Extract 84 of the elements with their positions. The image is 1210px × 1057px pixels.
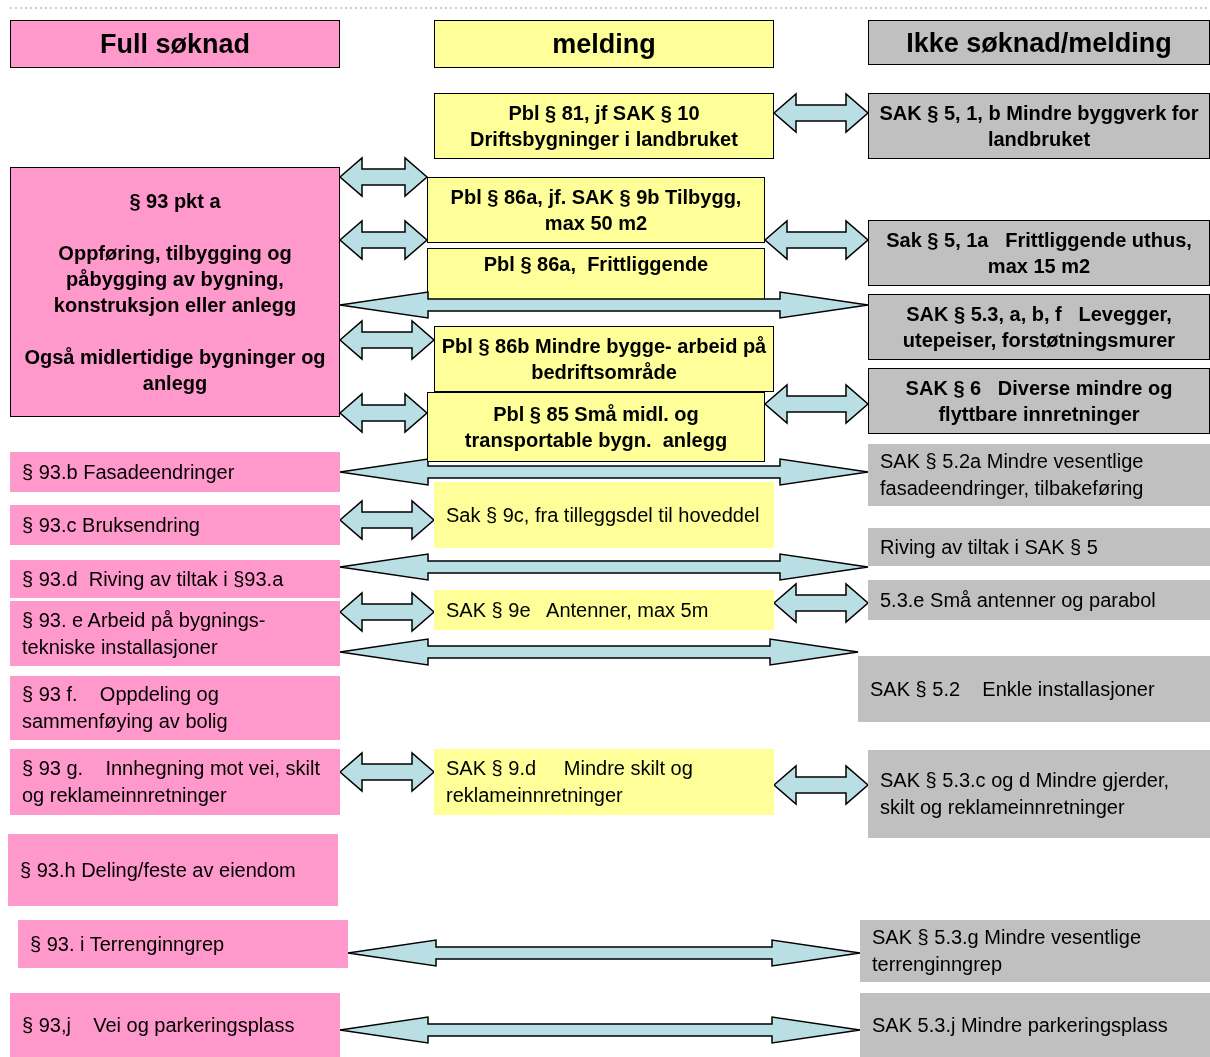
box-text: Oppføring, tilbygging og påbygging av bygning, konstruksjon eller anlegg — [52, 241, 298, 318]
box-text: SAK § 6 Diverse mindre og flyttbare innretninger — [904, 376, 1174, 427]
double-arrow — [338, 392, 429, 434]
box-text: Sak § 5, 1a Frittliggende uthus, max 15 m2 — [885, 228, 1193, 279]
exempt-box — [868, 368, 1210, 434]
double-arrow — [338, 499, 436, 541]
full-application-box — [10, 601, 340, 666]
exempt-box — [868, 580, 1210, 620]
notification-box — [427, 177, 765, 243]
box-text: SAK § 9e Antenner, max 5m — [446, 597, 710, 623]
box-text: Full søknad — [100, 29, 250, 59]
exempt-box — [868, 528, 1210, 566]
box-text: Riving av tiltak i SAK § 5 — [880, 534, 1099, 560]
exempt-box — [860, 993, 1210, 1057]
box-text: § 93.h Deling/feste av eiendom — [20, 857, 297, 883]
exempt-box — [858, 656, 1210, 722]
box-text: melding — [552, 29, 656, 59]
box-text: SAK § 5.3.c og d Mindre gjerder, skilt og reklameinnretninger — [880, 768, 1171, 820]
full-application-box — [8, 834, 338, 906]
full-application-box — [10, 452, 340, 492]
exempt-box — [868, 220, 1210, 286]
double-arrow — [339, 291, 869, 319]
double-arrow — [338, 319, 436, 361]
box-text: § 93. e Arbeid på bygnings- tekniske installasjoner — [22, 607, 267, 660]
box-text: Pbl § 86a, jf. SAK § 9b Tilbygg, max 50 m2 — [449, 185, 743, 236]
notification-box — [434, 482, 774, 548]
notification-box — [427, 248, 765, 300]
box-text: Pbl § 81, jf SAK § 10 Driftsbygninger i landbruket — [469, 101, 739, 152]
column-header — [434, 20, 774, 68]
double-arrow — [347, 939, 861, 967]
box-text: § 93 f. Oppdeling og sammenføying av bolig — [22, 682, 229, 734]
box-text: Også midlertidige bygninger og anlegg — [23, 345, 327, 396]
full-application-box — [10, 676, 340, 740]
exempt-box — [868, 93, 1210, 159]
exempt-box — [868, 294, 1210, 360]
double-arrow — [763, 219, 870, 261]
box-text: § 93 g. Innhegning mot vei, skilt og reklameinnretninger — [22, 756, 321, 808]
box-text: § 93.c Bruksendring — [22, 512, 201, 538]
exempt-box — [860, 920, 1210, 982]
box-text: Ikke søknad/melding — [906, 27, 1172, 58]
box-text: Pbl § 86b Mindre bygge- arbeid på bedriftsområde — [441, 334, 767, 385]
full-application-box — [10, 560, 340, 598]
notification-box — [427, 392, 765, 462]
double-arrow — [339, 638, 859, 666]
full-application-box — [10, 993, 340, 1057]
box-text: Sak § 9c, fra tilleggsdel til hoveddel — [446, 502, 761, 528]
box-text: SAK § 5, 1, b Mindre byggverk for landbruket — [878, 101, 1200, 152]
double-arrow — [338, 591, 436, 633]
box-text: SAK 5.3.j Mindre parkeringsplass — [872, 1012, 1169, 1038]
full-application-box — [10, 749, 340, 815]
box-text: SAK § 5.3, a, b, f Levegger, utepeiser, forstøtningsmurer — [901, 302, 1177, 353]
column-header — [10, 20, 340, 68]
full-application-box — [18, 920, 348, 968]
box-text: § 93. i Terrenginngrep — [30, 931, 226, 957]
box-text: 5.3.e Små antenner og parabol — [880, 587, 1157, 613]
box-text: SAK § 5.2a Mindre vesentlige fasadeendringer, tilbakeføring — [880, 449, 1145, 501]
double-arrow — [772, 92, 870, 134]
full-application-box — [10, 505, 340, 545]
notification-box — [434, 326, 774, 392]
double-arrow — [772, 582, 870, 624]
box-text: § 93.b Fasadeendringer — [22, 459, 236, 485]
column-header — [868, 20, 1210, 65]
double-arrow — [772, 764, 870, 806]
double-arrow — [339, 1016, 861, 1044]
double-arrow — [763, 383, 870, 425]
box-text: § 93 pkt a — [129, 189, 221, 214]
box-text: SAK § 9.d Mindre skilt og reklameinnretninger — [446, 756, 694, 808]
box-text: § 93.d Riving av tiltak i §93.a — [22, 566, 285, 592]
double-arrow — [338, 156, 429, 198]
double-arrow — [338, 219, 429, 261]
notification-box — [434, 749, 774, 815]
notification-box — [434, 590, 774, 630]
box-text: § 93,j Vei og parkeringsplass — [22, 1012, 296, 1038]
double-arrow — [338, 751, 436, 793]
box-text: SAK § 5.3.g Mindre vesentlige terrenginngrep — [872, 925, 1143, 977]
exempt-box — [868, 444, 1210, 506]
full-application-box — [10, 167, 340, 417]
box-text: Pbl § 86a, Frittliggende — [483, 252, 709, 277]
double-arrow — [339, 458, 869, 486]
double-arrow — [339, 553, 869, 581]
box-text: Pbl § 85 Små midl. og transportable bygn. anlegg — [463, 402, 729, 453]
box-text: SAK § 5.2 Enkle installasjoner — [870, 676, 1156, 702]
notification-box — [434, 93, 774, 159]
exempt-box — [868, 750, 1210, 838]
